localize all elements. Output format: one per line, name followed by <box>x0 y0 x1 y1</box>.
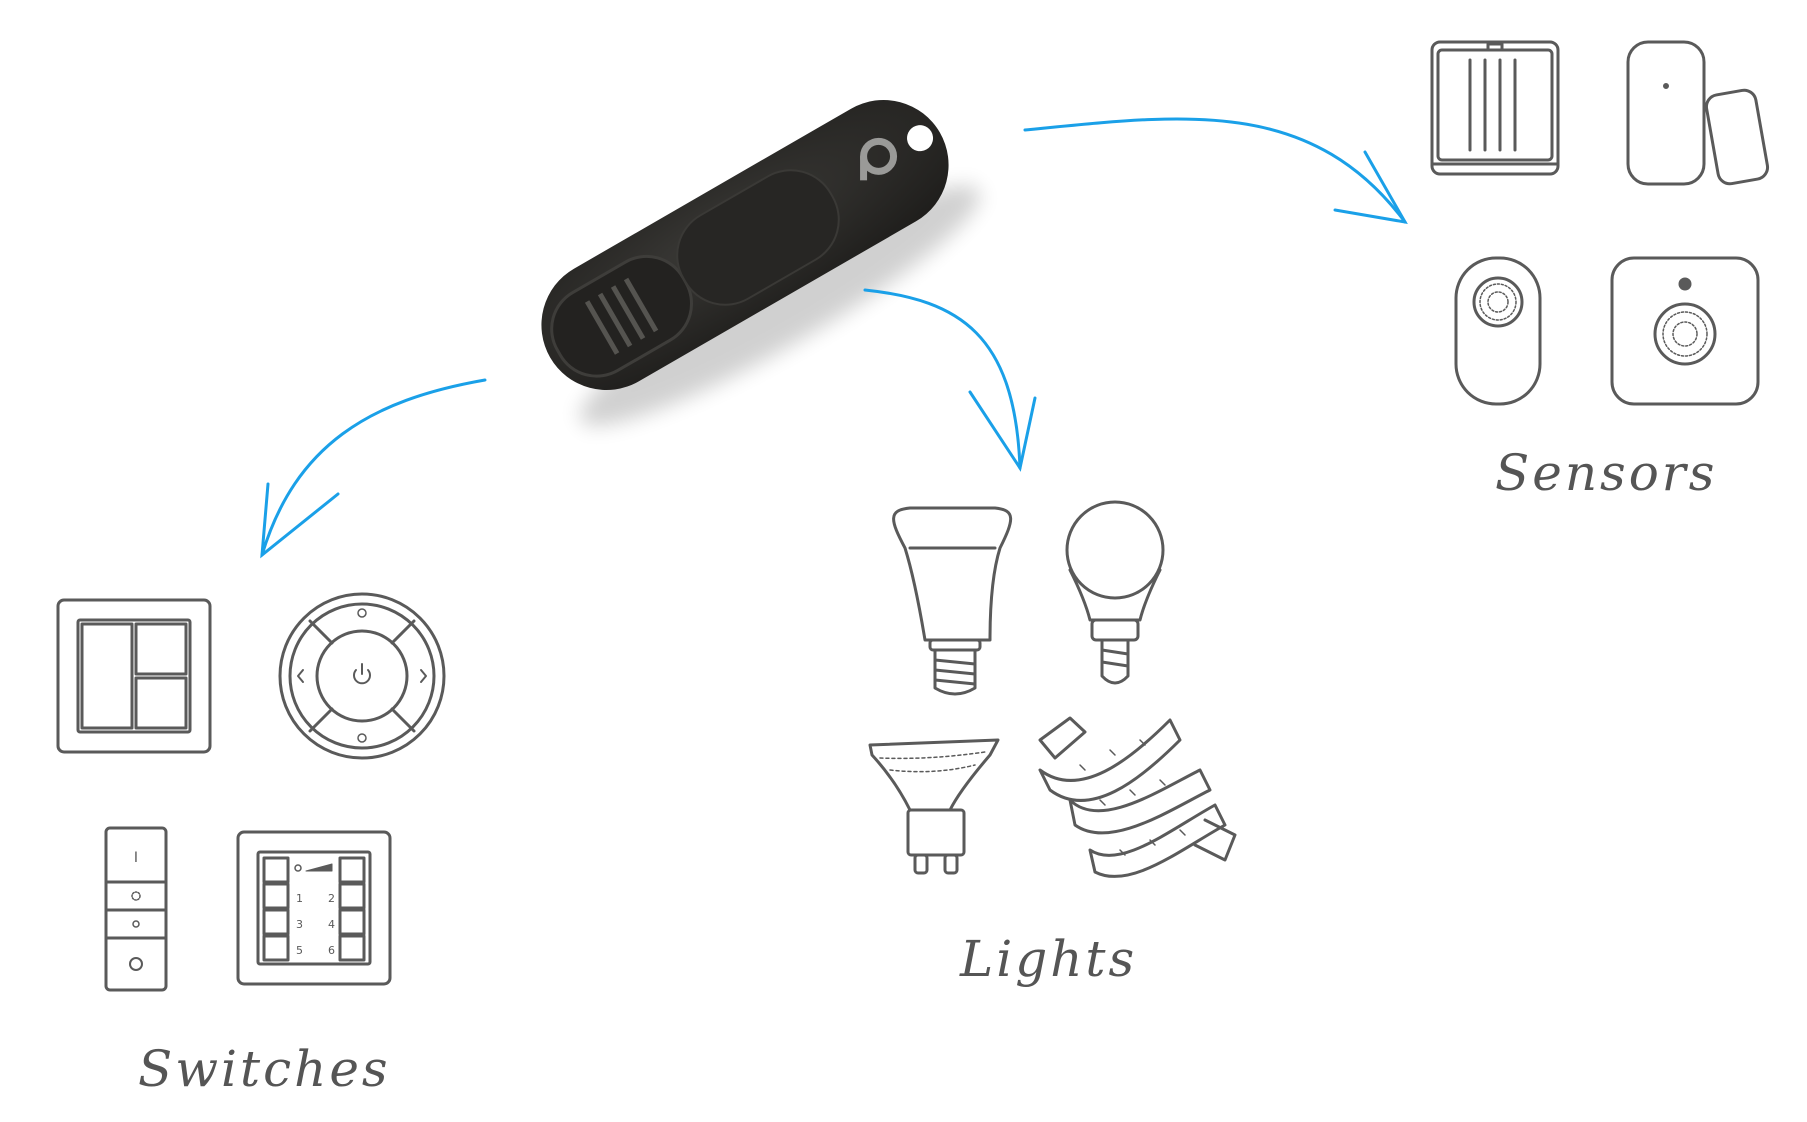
keypad-number-1: 1 <box>296 892 303 905</box>
keypad-number-2: 2 <box>328 892 335 905</box>
keypad-number-3: 3 <box>296 918 303 931</box>
presence-sensor-icon <box>1454 256 1542 406</box>
switches-label: Switches <box>138 1040 391 1098</box>
keypad-number-6: 6 <box>328 944 335 957</box>
sensors-label: Sensors <box>1495 444 1718 502</box>
keyring-hole <box>907 125 934 152</box>
gu10-spot-icon <box>868 738 1000 875</box>
lights-label: Lights <box>960 930 1138 988</box>
motion-sensor-box-icon <box>1430 40 1560 176</box>
wall-switch-icon <box>56 598 212 754</box>
keypad-numbers: 1 2 3 4 5 6 <box>296 892 335 957</box>
dimmer-switch-icon <box>104 826 168 992</box>
rotary-remote-icon <box>278 592 446 760</box>
dimmer-mark: I <box>134 850 138 866</box>
keypad-number-5: 5 <box>296 944 303 957</box>
usb-stick <box>541 100 981 426</box>
grip-lines <box>584 277 659 355</box>
brand-logo <box>860 137 898 181</box>
a19-bulb-icon <box>892 506 1013 696</box>
led-strip-icon <box>1038 716 1237 878</box>
scene-keypad-icon <box>236 830 392 986</box>
keypad-number-4: 4 <box>328 918 335 931</box>
motion-sensor-icon <box>1610 256 1760 406</box>
arrow-to-lights <box>863 288 1037 472</box>
arrow-to-sensors <box>1023 117 1408 225</box>
arrow-to-switches <box>260 378 487 559</box>
e14-bulb-icon <box>1065 500 1165 685</box>
stick-slider <box>676 169 840 306</box>
door-window-sensor-icon <box>1626 40 1770 186</box>
